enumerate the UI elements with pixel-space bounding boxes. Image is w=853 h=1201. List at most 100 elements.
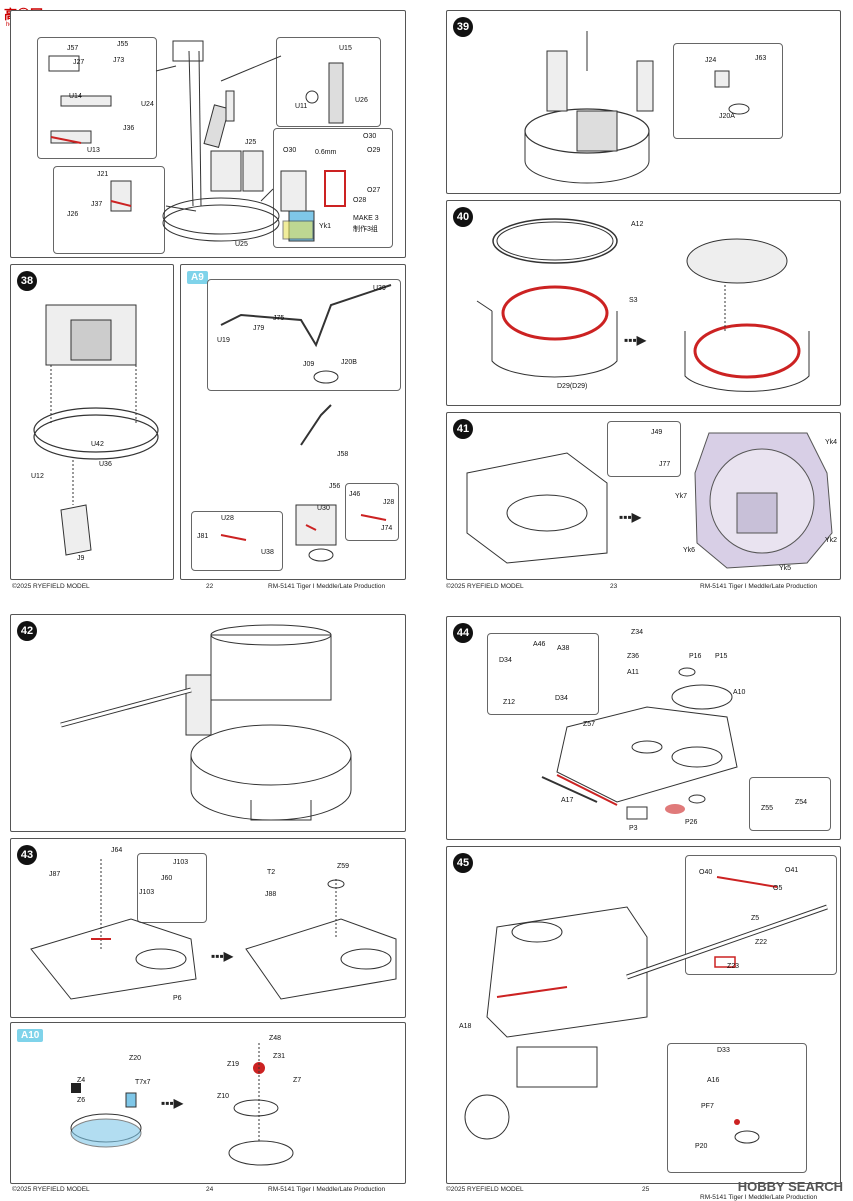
part-label: P26 [685, 819, 698, 826]
sub-assembly-j103 [137, 853, 207, 923]
sub-assembly-u28 [191, 511, 283, 571]
part-label: Z10 [217, 1093, 230, 1100]
page-number: 24 [206, 1186, 214, 1193]
step-number: 38 [17, 271, 37, 291]
part-label: U42 [91, 441, 104, 448]
part-label: J88 [265, 891, 277, 898]
part-label: D29(D29) [557, 383, 588, 390]
part-label: P16 [689, 653, 702, 660]
part-label: J64 [111, 847, 123, 854]
part-label: A11 [627, 669, 639, 676]
part-label: J81 [197, 533, 209, 540]
part-label: D34 [555, 695, 568, 702]
part-label: J79 [253, 325, 265, 332]
step-number: 39 [453, 17, 473, 37]
part-label: J87 [49, 871, 61, 878]
part-label: O5 [773, 885, 783, 892]
part-label: U38 [261, 549, 274, 556]
part-label: J37 [91, 201, 103, 208]
hobbysearch-watermark: HOBBY SEARCH [737, 1179, 843, 1194]
part-label: Yk1 [319, 223, 332, 230]
part-label: O30 [363, 133, 377, 140]
part-label: D33 [717, 1047, 730, 1054]
step-a9-panel: A9 U39 J75 J79 U19 J09 J20B J58 J56 U30 … [180, 264, 406, 580]
svg-text:▪▪▪▶: ▪▪▪▶ [624, 333, 647, 347]
sub-step-label: A9 [187, 271, 208, 284]
page-25: 44 Z34 A46 A38 D34 Z36 P16 P15 A11 A10 Z… [434, 606, 853, 1201]
part-label: Z55 [761, 805, 774, 812]
svg-text:▪▪▪▶: ▪▪▪▶ [211, 949, 234, 963]
footer-product: RM-5141 Tiger I Meddle/Late Production [268, 1186, 386, 1193]
part-label: O28 [353, 197, 367, 204]
sub-assembly-j46 [345, 483, 399, 541]
page-23: 39 J24 J63 J20A 40 ▪▪▪▶ [434, 0, 853, 592]
part-label: A10 [733, 689, 746, 696]
part-label: J49 [651, 429, 663, 436]
part-label: J24 [705, 57, 717, 64]
step-42-drawing [60, 624, 352, 821]
step-39-panel: 39 J24 J63 J20A [446, 10, 841, 194]
part-label: Z48 [269, 1035, 282, 1042]
part-label: A18 [459, 1023, 472, 1030]
part-label: O27 [367, 187, 381, 194]
part-label: D34 [499, 657, 512, 664]
part-label: Z57 [583, 721, 596, 728]
step-41-panel: 41 ▪▪▪▶ J49 J77 Yk4 Yk7 Yk2 Yk6 Yk5 [446, 412, 841, 580]
sub-assembly-u39 [207, 279, 401, 391]
step-42-panel: 42 [10, 614, 406, 832]
part-label: U30 [317, 505, 330, 512]
part-label: J56 [329, 483, 341, 490]
step-number: 45 [453, 853, 473, 873]
part-label: Z59 [337, 863, 350, 870]
part-label: Yk6 [683, 547, 696, 554]
part-label: U13 [87, 147, 100, 154]
part-label: Yk2 [825, 537, 838, 544]
part-label: J27 [73, 59, 85, 66]
part-label: J75 [273, 315, 285, 322]
part-label: P3 [629, 825, 638, 832]
step-a10-panel: A10 ▪▪▪▶ Z20 Z4 Z6 T7x7 Z48 Z31 Z19 Z7 Z… [10, 1022, 406, 1184]
step-38-drawing [33, 304, 159, 556]
svg-text:▪▪▪▶: ▪▪▪▶ [619, 510, 642, 524]
footer-product: RM-5141 Tiger I Meddle/Late Production [268, 583, 386, 590]
page-number: 23 [610, 583, 618, 590]
part-label: U19 [217, 337, 230, 344]
part-label: J26 [67, 211, 79, 218]
step-37-panel: J57 J27 J55 J73 U14 U24 J36 U13 U15 U11 … [10, 10, 406, 258]
part-label: J60 [161, 875, 173, 882]
part-label: P15 [715, 653, 728, 660]
part-label: U15 [339, 45, 352, 52]
part-label: Z20 [129, 1055, 142, 1062]
part-label: J74 [381, 525, 393, 532]
step-44-panel: 44 Z34 A46 A38 D34 Z36 P16 P15 A11 A10 Z… [446, 616, 841, 840]
part-label: O30 [283, 147, 297, 154]
part-label: U24 [141, 101, 154, 108]
sub-assembly-d33 [667, 1043, 807, 1173]
part-label: U36 [99, 461, 112, 468]
page-number: 25 [642, 1186, 650, 1193]
page-24: 42 43 ▪▪▪▶ J64 J87 J103 J60 [0, 606, 420, 1200]
step-40-panel: 40 ▪▪▪▶ A12 S3 D29(D29) [446, 200, 841, 406]
part-label: A16 [707, 1077, 720, 1084]
part-label: P20 [695, 1143, 708, 1150]
part-label: J103 [173, 859, 189, 866]
part-label: J58 [337, 451, 349, 458]
step-45-drawing [464, 876, 828, 1144]
part-label: U11 [295, 103, 308, 110]
step-45-panel: 45 O40 O41 O5 Z5 Z22 Z23 A18 D33 A16 PF7… [446, 846, 841, 1184]
footer-brand: ©2025 RYEFIELD MODEL [12, 1186, 90, 1193]
part-label: O29 [367, 147, 381, 154]
part-label: U14 [69, 93, 82, 100]
step-43-panel: 43 ▪▪▪▶ J64 J87 J103 J60 J103 P6 T2 Z59 … [10, 838, 406, 1018]
part-label: J25 [245, 139, 257, 146]
part-label: S3 [629, 297, 638, 304]
step-39-drawing [524, 31, 750, 184]
part-label: J55 [117, 41, 129, 48]
footer-product: RM-5141 Tiger I Meddle/Late Production [700, 1194, 818, 1201]
part-label: Z34 [631, 629, 644, 636]
part-label: O41 [785, 867, 799, 874]
part-label: J28 [383, 499, 395, 506]
part-label: Z6 [77, 1097, 86, 1104]
part-label: Z4 [77, 1077, 86, 1084]
footer-product: RM-5141 Tiger I Meddle/Late Production [700, 583, 818, 590]
